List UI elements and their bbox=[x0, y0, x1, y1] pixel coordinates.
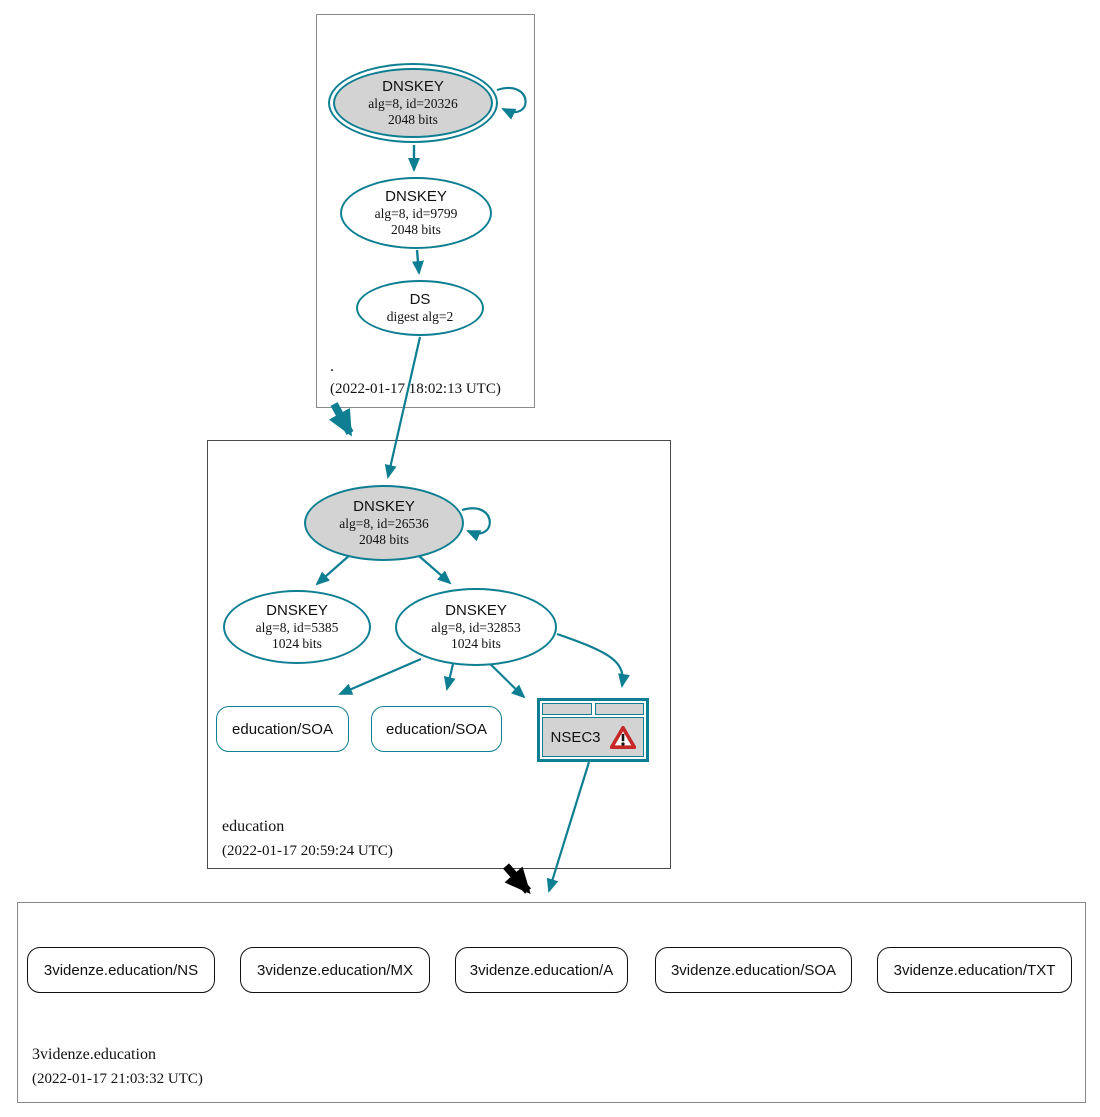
nsec3-header-cell-right bbox=[594, 703, 644, 715]
nsec3-body: NSEC3 bbox=[542, 717, 644, 757]
education-ksk-node[interactable]: DNSKEY alg=8, id=26536 2048 bits bbox=[304, 485, 464, 561]
root-zsk-detail1: alg=8, id=9799 bbox=[374, 205, 458, 221]
education-zsk2-detail2: 1024 bits bbox=[451, 635, 501, 651]
nsec3-header-row bbox=[542, 703, 644, 715]
root-zone-box bbox=[316, 14, 535, 408]
nsec3-label: NSEC3 bbox=[550, 728, 601, 746]
leaf-rrset-ns[interactable]: 3videnze.education/NS bbox=[27, 947, 215, 993]
leaf-rrset-soa-label: 3videnze.education/SOA bbox=[670, 961, 837, 979]
leaf-rrset-ns-label: 3videnze.education/NS bbox=[43, 961, 199, 979]
education-soa1-node[interactable]: education/SOA bbox=[216, 706, 349, 752]
edge-delegation-education-to-leaf bbox=[502, 863, 532, 895]
education-zone-name: education bbox=[222, 818, 285, 835]
leaf-zone-box bbox=[17, 902, 1086, 1103]
education-soa1-label: education/SOA bbox=[232, 720, 333, 738]
leaf-zone-timestamp: (2022-01-17 21:03:32 UTC) bbox=[32, 1071, 203, 1087]
root-ksk-detail1: alg=8, id=20326 bbox=[368, 95, 458, 111]
root-ds-title: DS bbox=[409, 291, 431, 309]
leaf-rrset-a[interactable]: 3videnze.education/A bbox=[455, 947, 628, 993]
nsec3-header-cell-left bbox=[542, 703, 592, 715]
education-zsk1-title: DNSKEY bbox=[266, 602, 328, 620]
education-zsk2-title: DNSKEY bbox=[445, 602, 507, 620]
root-ksk-title: DNSKEY bbox=[382, 78, 444, 96]
root-ksk-node[interactable]: DNSKEY alg=8, id=20326 2048 bits bbox=[328, 63, 498, 143]
root-ksk-node-inner: DNSKEY alg=8, id=20326 2048 bits bbox=[333, 68, 493, 138]
leaf-zone-name: 3videnze.education bbox=[32, 1046, 156, 1063]
root-ds-detail1: digest alg=2 bbox=[386, 308, 454, 324]
education-zsk2-node[interactable]: DNSKEY alg=8, id=32853 1024 bits bbox=[395, 588, 557, 666]
education-zsk1-node[interactable]: DNSKEY alg=8, id=5385 1024 bits bbox=[223, 590, 371, 664]
warning-icon bbox=[609, 725, 636, 749]
nsec3-node[interactable]: NSEC3 bbox=[537, 698, 649, 762]
root-zone-name: . bbox=[330, 358, 334, 375]
edge-delegation-root-to-education bbox=[328, 402, 354, 437]
leaf-rrset-soa[interactable]: 3videnze.education/SOA bbox=[655, 947, 852, 993]
education-soa2-node[interactable]: education/SOA bbox=[371, 706, 502, 752]
education-zsk1-detail1: alg=8, id=5385 bbox=[255, 619, 339, 635]
root-zsk-node[interactable]: DNSKEY alg=8, id=9799 2048 bits bbox=[340, 177, 492, 249]
education-zsk2-detail1: alg=8, id=32853 bbox=[431, 619, 521, 635]
leaf-rrset-txt-label: 3videnze.education/TXT bbox=[893, 961, 1056, 979]
root-zsk-detail2: 2048 bits bbox=[391, 221, 441, 237]
root-zsk-title: DNSKEY bbox=[385, 188, 447, 206]
root-ksk-detail2: 2048 bits bbox=[388, 111, 438, 127]
education-zone-timestamp: (2022-01-17 20:59:24 UTC) bbox=[222, 843, 393, 859]
education-zone-box bbox=[207, 440, 671, 869]
root-zone-timestamp: (2022-01-17 18:02:13 UTC) bbox=[330, 381, 501, 397]
education-ksk-detail2: 2048 bits bbox=[359, 531, 409, 547]
education-ksk-detail1: alg=8, id=26536 bbox=[339, 515, 429, 531]
leaf-rrset-a-label: 3videnze.education/A bbox=[469, 961, 614, 979]
leaf-rrset-txt[interactable]: 3videnze.education/TXT bbox=[877, 947, 1072, 993]
education-soa2-label: education/SOA bbox=[386, 720, 487, 738]
education-ksk-title: DNSKEY bbox=[353, 498, 415, 516]
leaf-rrset-mx[interactable]: 3videnze.education/MX bbox=[240, 947, 430, 993]
leaf-rrset-mx-label: 3videnze.education/MX bbox=[257, 961, 413, 979]
education-zsk1-detail2: 1024 bits bbox=[272, 635, 322, 651]
root-ds-node[interactable]: DS digest alg=2 bbox=[356, 280, 484, 336]
